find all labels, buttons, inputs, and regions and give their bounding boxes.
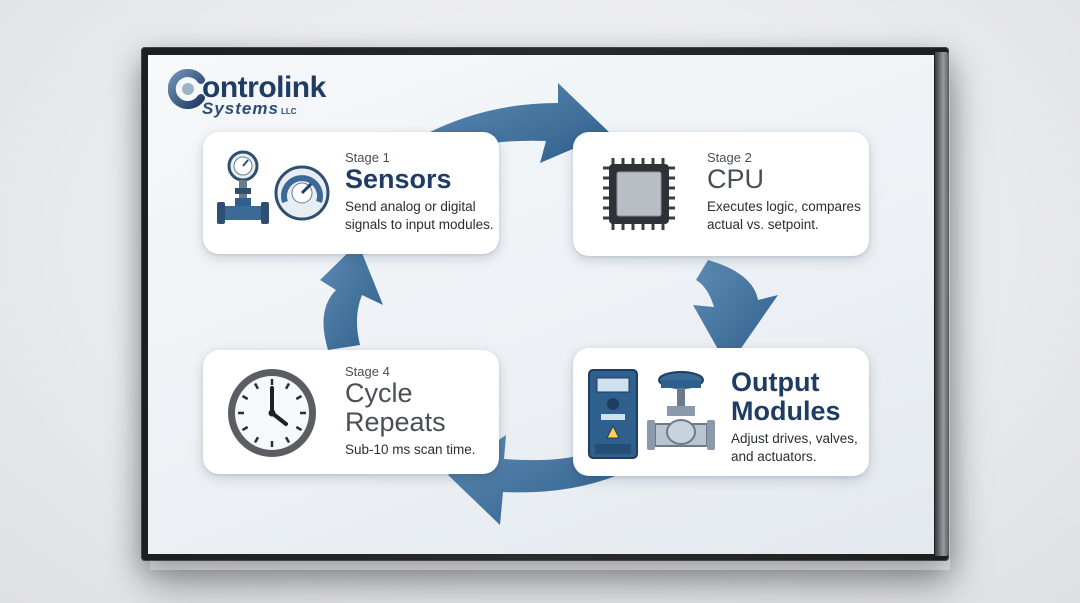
stage-card-output-modules: Output Modules Adjust drives, valves, an… xyxy=(573,348,869,476)
pressure-gauge-pipe-icon xyxy=(217,150,269,224)
stage-description: Adjust drives, valves, and actuators. xyxy=(731,431,858,464)
control-valve-icon xyxy=(647,371,715,450)
stage-label: Stage 2 xyxy=(707,150,752,165)
stage-card-sensors: Stage 1 Sensors Send analog or digital s… xyxy=(203,132,499,254)
logo-llc: LLC xyxy=(280,107,297,116)
stage-description: Sub-10 ms scan time. xyxy=(345,442,476,457)
stage-card-cycle-repeats: Stage 4 Cycle Repeats Sub-10 ms scan tim… xyxy=(203,350,499,474)
logo-wordmark: ontrolink xyxy=(202,71,326,104)
variable-frequency-drive-icon xyxy=(588,369,638,459)
stage-title: Cycle Repeats xyxy=(345,378,446,437)
cpu-chip-icon xyxy=(603,158,675,230)
stage-description: Send analog or digital signals to input … xyxy=(345,199,494,232)
stage-card-cpu: Stage 2 CPU Executes logic, compares act… xyxy=(573,132,869,256)
stage-description: Executes logic, compares actual vs. setp… xyxy=(707,199,861,232)
clock-icon xyxy=(228,369,316,457)
stage-title: Output Modules xyxy=(731,367,841,426)
stage-label: Stage 1 xyxy=(345,150,390,165)
logo-ring-icon xyxy=(168,69,205,109)
stage-title: Sensors xyxy=(345,164,452,194)
stage-label: Stage 4 xyxy=(345,364,390,379)
cycle-arrows xyxy=(320,83,778,525)
stage-title: CPU xyxy=(707,164,765,194)
dial-gauge-icon xyxy=(274,165,330,221)
arrow-left xyxy=(320,243,383,350)
arrow-right xyxy=(693,260,778,367)
monitor-side-bevel xyxy=(935,52,949,556)
